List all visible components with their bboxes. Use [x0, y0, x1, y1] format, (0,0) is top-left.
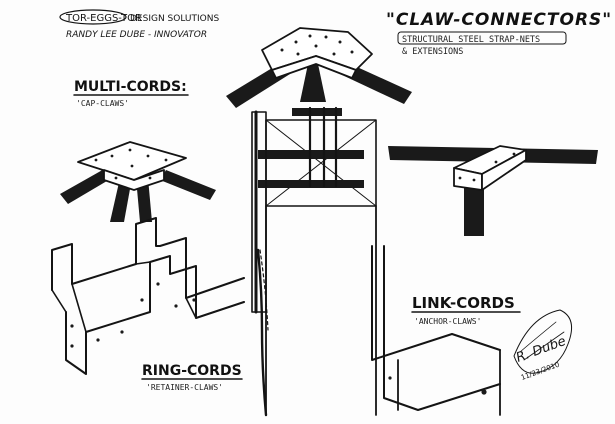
center-post-assembly — [251, 106, 377, 417]
drawing-subtitle: STRUCTURAL STEEL STRAP-NETS — [402, 35, 540, 45]
bracket-plate-side — [481, 149, 527, 191]
signature-date: 11/23/2010 — [520, 361, 561, 382]
link-cords-label: LINK-CORDS — [412, 294, 515, 312]
ring-strap-bolts — [70, 282, 196, 348]
bracket-post — [464, 186, 484, 236]
link-strap-bolts — [388, 376, 487, 395]
bracket-bolts — [458, 152, 516, 182]
multi-post-left — [110, 178, 132, 222]
multi-rafter-right — [160, 170, 216, 200]
multi-cords-subtitle: 'CAP-CLAWS' — [76, 99, 129, 108]
cap-plate-lip — [271, 55, 357, 79]
company-name: TOR-EGGS-TOR — [65, 13, 142, 24]
company-name-ellipse — [59, 9, 127, 25]
link-cord-strap — [371, 245, 501, 416]
inventor-credit: RANDY LEE DUBE - INNOVATOR — [66, 30, 207, 40]
multi-claw-bolts — [94, 148, 168, 180]
ring-strap-inner — [65, 255, 245, 375]
top-plate-bar — [292, 108, 342, 116]
cap-claw-top-bolts — [280, 34, 354, 56]
anchor-bracket-right — [388, 145, 598, 236]
drawing-title: "CLAW-CONNECTORS" — [386, 10, 612, 30]
rafter-right — [340, 62, 412, 104]
cap-claw-top — [226, 27, 412, 108]
multi-cord-claw — [60, 141, 216, 222]
drawing-subtitle-2: & EXTENSIONS — [402, 47, 463, 57]
ring-strap-outer — [51, 217, 245, 299]
link-strap-outer — [371, 245, 501, 361]
link-cords-subtitle: 'ANCHOR-CLAWS' — [414, 317, 481, 326]
ring-cords-subtitle: 'RETAINER-CLAWS' — [146, 383, 223, 392]
ring-cord-strap — [51, 217, 245, 375]
post-top — [300, 64, 326, 102]
company-tagline: DESIGN SOLUTIONS — [130, 14, 219, 24]
post-strap-curve — [256, 248, 268, 417]
link-strap-inner — [383, 245, 501, 411]
ring-cords-label: RING-CORDS — [142, 363, 242, 379]
signature-leaf-outline — [513, 309, 573, 374]
multi-post-right — [136, 178, 152, 222]
multi-rafter-left — [60, 168, 112, 204]
ring-strap-edges — [51, 261, 197, 333]
subtitle-frame — [397, 31, 567, 45]
signature-leaf-veins — [519, 321, 565, 361]
post-strap-dash — [259, 249, 269, 331]
signature: R. Dube 11/23/2010 — [513, 309, 573, 382]
multi-cords-label: MULTI-CORDS: — [74, 79, 187, 95]
frame-brace-b — [265, 119, 377, 207]
multi-plate-side — [103, 169, 165, 191]
